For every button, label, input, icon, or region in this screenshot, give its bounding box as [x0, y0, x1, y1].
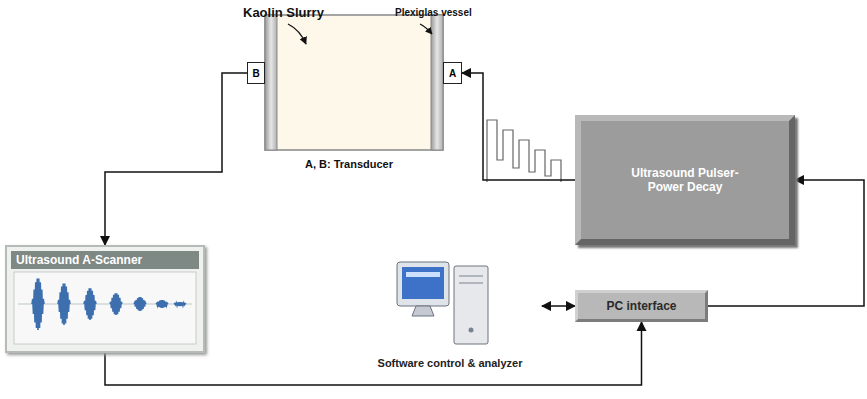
echo-burst [156, 300, 168, 308]
signal-connector [542, 305, 575, 307]
monitor [397, 262, 449, 306]
monitor-screen [402, 267, 444, 299]
callout-label: Plexiglas vessel [395, 7, 472, 18]
caption-label: A, B: Transducer [305, 158, 393, 170]
screen-window [406, 272, 440, 277]
node-text: Ultrasound Pulser-Power Decay [615, 166, 755, 195]
scanner-box: Ultrasound A-Scanner [5, 245, 205, 353]
vessel-wall [431, 15, 443, 150]
node-text: Ultrasound A-Scanner [11, 251, 199, 269]
power-button [469, 328, 474, 333]
scanner-display [14, 272, 196, 344]
plexiglas-vessel [265, 15, 443, 150]
node-text: Software control & analyzer [378, 357, 523, 369]
echo-waveform [32, 279, 186, 331]
vessel-wall [265, 15, 277, 150]
callout-label: Kaolin Slurry [243, 5, 324, 20]
computer-node: Software control & analyzer [360, 262, 540, 369]
transducer-a: A [443, 62, 462, 84]
monitor-stand [412, 306, 434, 316]
node-text: B [252, 68, 259, 79]
echo-burst [134, 297, 146, 311]
node-text: A [449, 68, 456, 79]
drive-bay [459, 276, 483, 277]
echo-burst [58, 283, 70, 325]
echo-burst [32, 279, 44, 331]
echo-burst [110, 293, 122, 315]
transducer-b: B [247, 62, 265, 84]
signal-connector [105, 73, 247, 245]
echo-burst [174, 302, 186, 306]
scanner-panel [7, 247, 203, 351]
signal-connector [105, 322, 642, 385]
drive-bay [459, 283, 483, 284]
computer-tower [454, 266, 488, 344]
interface-box: PC interface [575, 290, 708, 322]
pulse-train [487, 120, 561, 182]
leader-arrow [420, 24, 432, 34]
echo-burst [84, 288, 96, 320]
leader-arrow [288, 24, 306, 44]
node-text: PC interface [606, 299, 676, 313]
pulser-box: Ultrasound Pulser-Power Decay [575, 115, 795, 245]
signal-connector [462, 73, 575, 180]
